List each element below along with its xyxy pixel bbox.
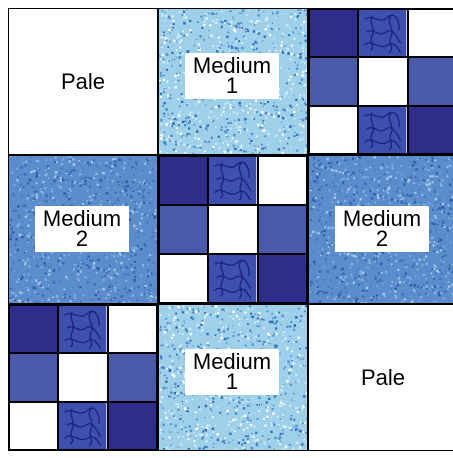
label-line-2: 2 <box>376 229 388 249</box>
ninepatch-grid <box>159 156 307 303</box>
patch-swirl <box>208 254 257 303</box>
patch-white <box>258 156 307 205</box>
pale-label: Pale <box>9 9 157 154</box>
block-medium-2-right: Medium 2 <box>308 155 453 304</box>
patch-white <box>58 353 107 401</box>
label-line-2: 1 <box>226 372 238 392</box>
patch-dark <box>159 156 208 205</box>
swirl-pattern <box>359 107 406 153</box>
medium-1-label: Medium 1 <box>185 349 279 395</box>
swirl-pattern <box>59 306 106 352</box>
patch-white <box>408 9 453 57</box>
patch-dark <box>309 9 358 57</box>
label-line-2: 1 <box>226 76 238 96</box>
medium-2-label: Medium 2 <box>335 206 429 252</box>
patch-white <box>9 402 58 450</box>
block-pale-top-left: Pale <box>8 8 158 155</box>
patch-medium <box>159 205 208 254</box>
swirl-pattern <box>209 157 256 204</box>
patch-medium <box>108 353 157 401</box>
patch-dark <box>9 305 58 353</box>
patch-white <box>208 205 257 254</box>
block-pale-bottom-right: Pale <box>308 304 453 451</box>
ninepatch-grid <box>309 9 453 154</box>
medium-1-label: Medium 1 <box>185 53 279 99</box>
block-medium-1-bottom: Medium 1 <box>158 304 308 451</box>
label-line-2: 2 <box>76 229 88 249</box>
patch-dark <box>108 402 157 450</box>
patch-medium <box>408 57 453 105</box>
patch-medium <box>9 353 58 401</box>
patch-white <box>309 106 358 154</box>
patch-swirl <box>58 402 107 450</box>
pale-label: Pale <box>309 305 453 450</box>
patch-medium <box>258 205 307 254</box>
block-medium-2-left: Medium 2 <box>8 155 158 304</box>
patch-white <box>108 305 157 353</box>
block-ninepatch-bottom-left <box>8 304 158 451</box>
patch-medium <box>309 57 358 105</box>
medium-2-label: Medium 2 <box>35 206 129 252</box>
patch-dark <box>258 254 307 303</box>
block-ninepatch-top-right <box>308 8 453 155</box>
patch-swirl <box>208 156 257 205</box>
ninepatch-grid <box>9 305 157 450</box>
patch-white <box>159 254 208 303</box>
patch-swirl <box>358 9 407 57</box>
swirl-pattern <box>359 10 406 56</box>
patch-swirl <box>358 106 407 154</box>
swirl-pattern <box>59 403 106 449</box>
patch-swirl <box>58 305 107 353</box>
patch-dark <box>408 106 453 154</box>
block-ninepatch-center <box>158 155 308 304</box>
quilt-diagram: Pale Medium 1 Medium 2 Medium 2 M <box>8 8 453 458</box>
block-medium-1-top: Medium 1 <box>158 8 308 155</box>
swirl-pattern <box>209 255 256 302</box>
patch-white <box>358 57 407 105</box>
